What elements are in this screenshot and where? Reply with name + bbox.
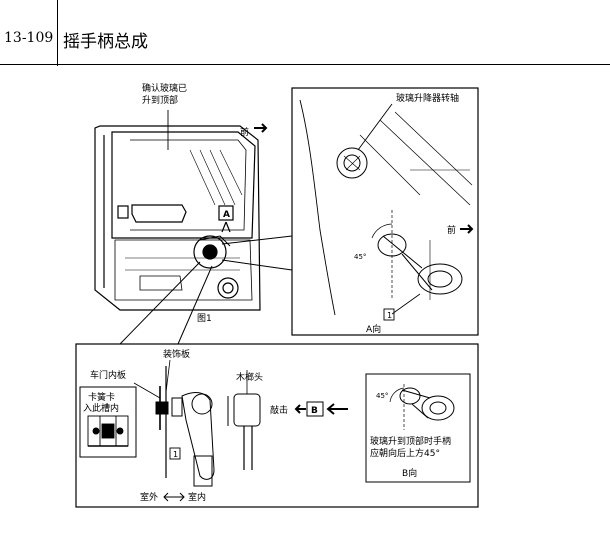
part-box-a [383,308,395,321]
page-number: 13-109 [4,30,54,46]
callout-lines-lower [119,261,213,345]
page-header: 13-109 摇手柄总成 [0,0,610,66]
view-b-drawing [389,384,455,430]
clip-inset-box [79,386,137,458]
door-figure [94,110,261,311]
front-label-view-a: 前 [447,224,456,236]
clip-label-1: 卡簧卡 [88,391,115,403]
inner-panel-label: 车门内板 [90,369,126,381]
header-divider [57,0,58,66]
shaft-label: 玻璃升降器转轴 [396,92,459,104]
arrow-a-label: A [223,210,230,220]
direction-inside-label: 室内 [188,491,206,503]
front-label-fig1: 前 [240,126,249,138]
part-number-a: 1 [387,311,392,320]
angle-label-a: 45° [354,253,366,261]
knock-arrow-icon [294,404,306,414]
angle-label-b: 45° [376,392,388,400]
lower-detail-box [75,343,479,508]
view-b-note-2: 应朝向后上方45° [370,447,440,459]
confirm-glass-label-2: 升到顶部 [142,94,178,106]
inner-panel-leader [133,382,161,399]
header-rule [0,64,610,65]
front-arrow-icon [254,123,268,133]
view-b-box [365,373,471,483]
direction-arrow-icon [163,492,185,502]
front-arrow-icon-a [460,224,474,234]
part-box-lower [169,447,181,460]
arrow-b-box [306,401,324,417]
callout-lines-a [221,235,293,271]
view-b-note-1: 玻璃升到顶部时手柄 [370,435,451,447]
direction-outside-label: 室外 [140,491,158,503]
view-b-arrow-icon [326,403,348,415]
trim-leader [165,359,171,393]
confirm-glass-label-1: 确认玻璃已 [142,82,187,94]
view-a-box [291,87,479,336]
hammer-label: 木榔头 [236,371,263,383]
knock-label: 敲击 [270,404,288,416]
part-number-lower: 1 [173,450,178,459]
page-title: 摇手柄总成 [63,32,148,52]
view-b-caption: B向 [402,467,417,479]
view-a-drawing [299,99,473,316]
figure1-caption: 图1 [197,313,212,324]
clip-label-2: 入此槽内 [83,402,119,414]
trim-label: 装饰板 [163,348,190,360]
arrow-b-label: B [311,406,318,416]
crank-assembly-drawing [155,366,261,487]
view-a-caption: A向 [366,323,381,335]
clip-detail-drawing [87,415,129,447]
